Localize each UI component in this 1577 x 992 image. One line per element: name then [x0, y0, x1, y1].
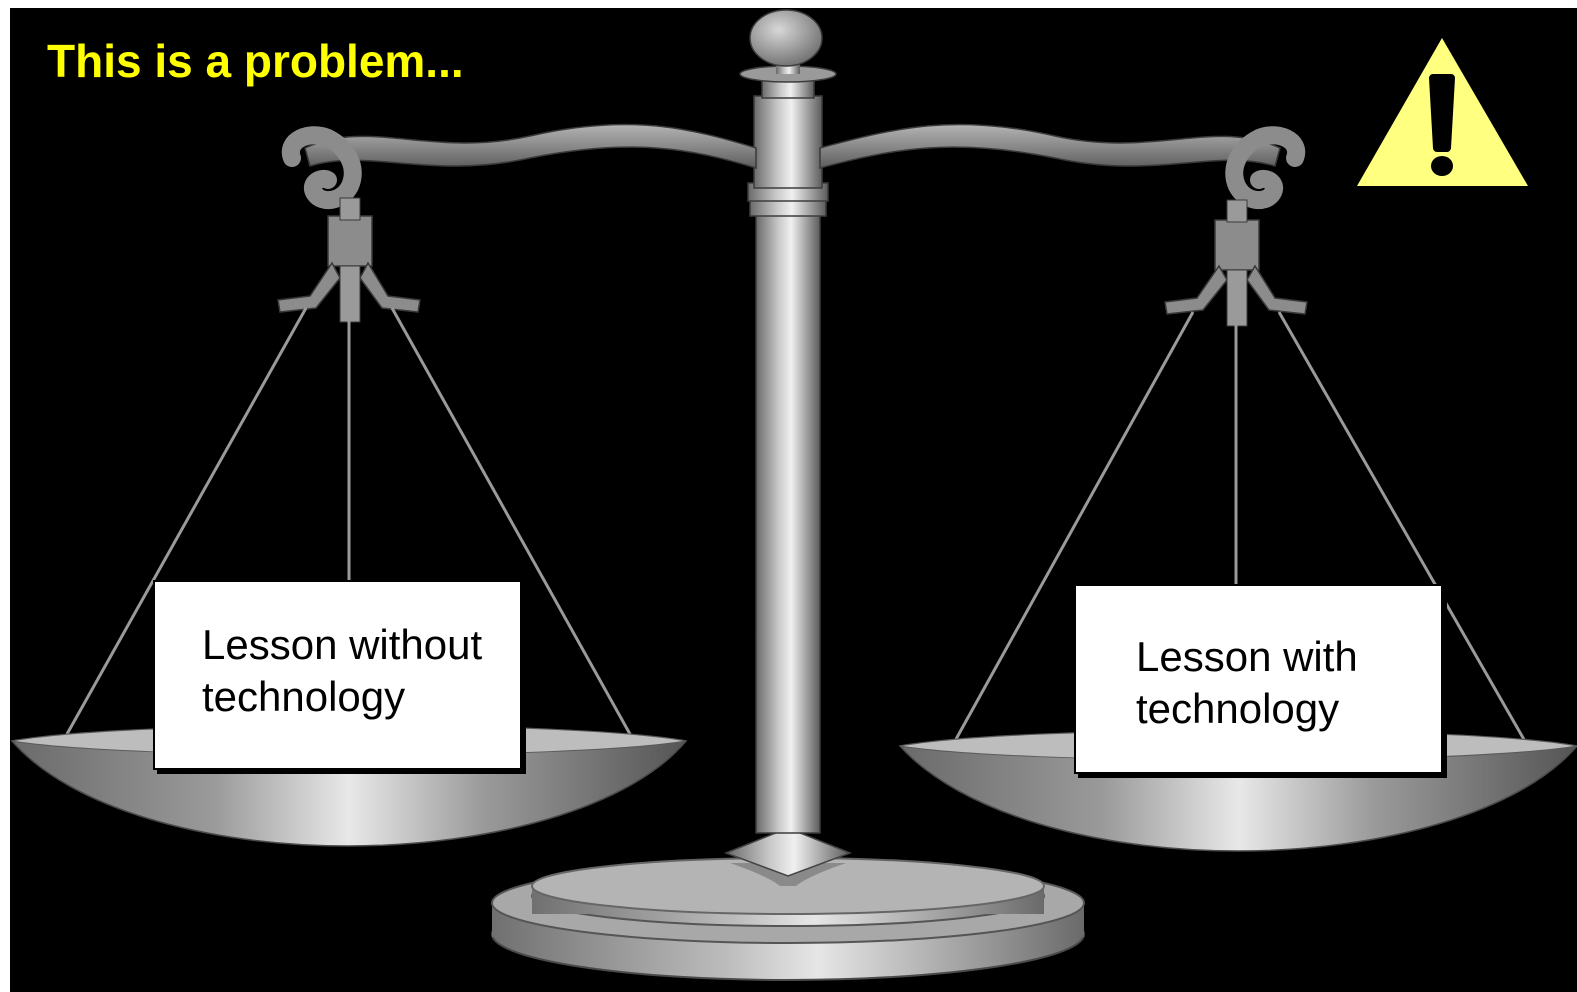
right-pan-label: Lesson with technology — [1074, 584, 1443, 774]
slide: This is a problem... Lesson without tech… — [10, 8, 1577, 992]
balance-scale-icon — [10, 9, 1577, 981]
left-pan-label-line1: Lesson without — [202, 621, 483, 668]
left-pan-label: Lesson without technology — [153, 580, 522, 770]
warning-triangle-icon — [1357, 38, 1528, 186]
left-pan-label-line2: technology — [202, 673, 406, 720]
right-pan-label-line2: technology — [1136, 685, 1340, 732]
slide-title: This is a problem... — [47, 35, 464, 87]
right-pan-label-line1: Lesson with — [1136, 633, 1358, 680]
